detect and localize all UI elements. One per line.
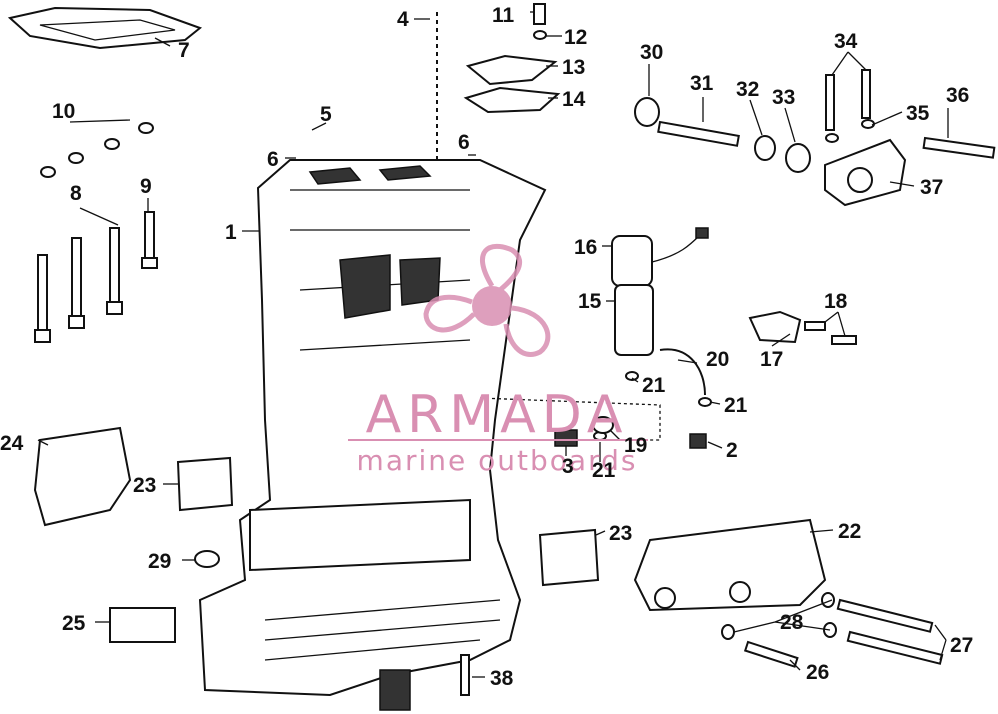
callout-label: 33 — [772, 86, 795, 109]
callout-label: 30 — [640, 41, 663, 64]
part-shaft-36 — [922, 136, 996, 159]
callout-label: 7 — [178, 39, 190, 62]
callout-label: 4 — [397, 8, 409, 31]
callout-label: 38 — [490, 667, 514, 690]
watermark: ARMADA marine outboards — [348, 243, 648, 477]
part-pad-25 — [109, 607, 176, 643]
callout-label: 28 — [780, 611, 804, 634]
callout-label: 13 — [562, 56, 585, 79]
leader-lines — [37, 11, 949, 678]
part-mount-23-left — [176, 456, 234, 512]
callout-label: 6 — [458, 131, 470, 154]
part-cover-13 — [465, 54, 558, 86]
dashed-guide-line — [479, 397, 661, 441]
callout-label: 17 — [760, 348, 783, 371]
part-washer-32 — [754, 135, 776, 161]
callout-label: 8 — [70, 182, 82, 205]
callout-label: 23 — [609, 522, 632, 545]
callout-label: 3 — [562, 455, 574, 478]
part-bolt-26 — [743, 640, 799, 668]
part-clamp-22 — [633, 518, 827, 612]
callout-label: 35 — [906, 102, 930, 125]
part-fitting-19 — [592, 416, 614, 434]
part-gasket-14 — [463, 86, 561, 114]
part-bracket-24 — [33, 426, 132, 527]
callout-label: 20 — [706, 348, 729, 371]
callout-label: 6 — [267, 148, 279, 171]
callout-label: 29 — [148, 550, 171, 573]
part-hose-20 — [659, 348, 706, 396]
part-sensor-16 — [611, 227, 709, 287]
part-gasket-7 — [7, 6, 203, 50]
callout-label: 32 — [736, 78, 759, 101]
propeller-logo-icon — [423, 243, 551, 357]
callout-label: 15 — [578, 290, 602, 313]
callout-label: 34 — [834, 30, 858, 53]
watermark-brand: ARMADA — [366, 385, 629, 445]
part-fitting-2 — [689, 433, 707, 449]
part-bushing-33 — [785, 143, 811, 173]
part-mount-37 — [824, 138, 907, 207]
callout-label: 23 — [133, 474, 156, 497]
callout-label: 14 — [562, 88, 586, 111]
callout-label: 21 — [724, 394, 748, 417]
part-bolt-9 — [141, 211, 158, 269]
part-washer-29 — [194, 550, 220, 568]
callout-label: 24 — [0, 432, 24, 455]
callout-label: 1 — [225, 221, 237, 244]
callout-label: 25 — [62, 612, 86, 635]
part-driveshaft-housing-1 — [198, 159, 547, 711]
watermark-tagline: marine outboards — [357, 444, 638, 477]
part-nuts-10 — [40, 122, 154, 178]
callout-label: 21 — [642, 374, 666, 397]
callout-label: 22 — [838, 520, 861, 543]
part-bracket-17 — [748, 310, 802, 344]
part-bolts-8 — [34, 227, 123, 343]
callout-label: 5 — [320, 103, 332, 126]
part-pin-31 — [657, 120, 740, 147]
part-pump-15 — [614, 284, 654, 356]
callout-label: 16 — [574, 236, 597, 259]
part-bushing-30 — [634, 97, 660, 127]
callout-label: 10 — [52, 100, 75, 123]
part-screws-18 — [804, 321, 857, 345]
callout-label: 18 — [824, 290, 848, 313]
callout-label: 19 — [624, 434, 647, 457]
part-stud-38 — [460, 654, 470, 696]
callout-label: 27 — [950, 634, 973, 657]
part-bolt-11 — [533, 3, 547, 40]
callout-label: 11 — [492, 4, 515, 27]
callout-label: 36 — [946, 84, 969, 107]
callout-label: 2 — [726, 439, 738, 462]
callout-label: 21 — [592, 459, 616, 482]
callout-label: 9 — [140, 175, 152, 198]
callout-label: 37 — [920, 176, 943, 199]
callout-label: 12 — [564, 26, 587, 49]
callout-label: 26 — [806, 661, 829, 684]
part-bolts-27 — [836, 598, 944, 665]
callout-label: 31 — [690, 72, 714, 95]
part-mount-23-right — [538, 528, 600, 587]
callout-labels: 1 2 3 4 5 6 6 7 8 9 10 11 12 13 14 15 16… — [0, 4, 973, 690]
